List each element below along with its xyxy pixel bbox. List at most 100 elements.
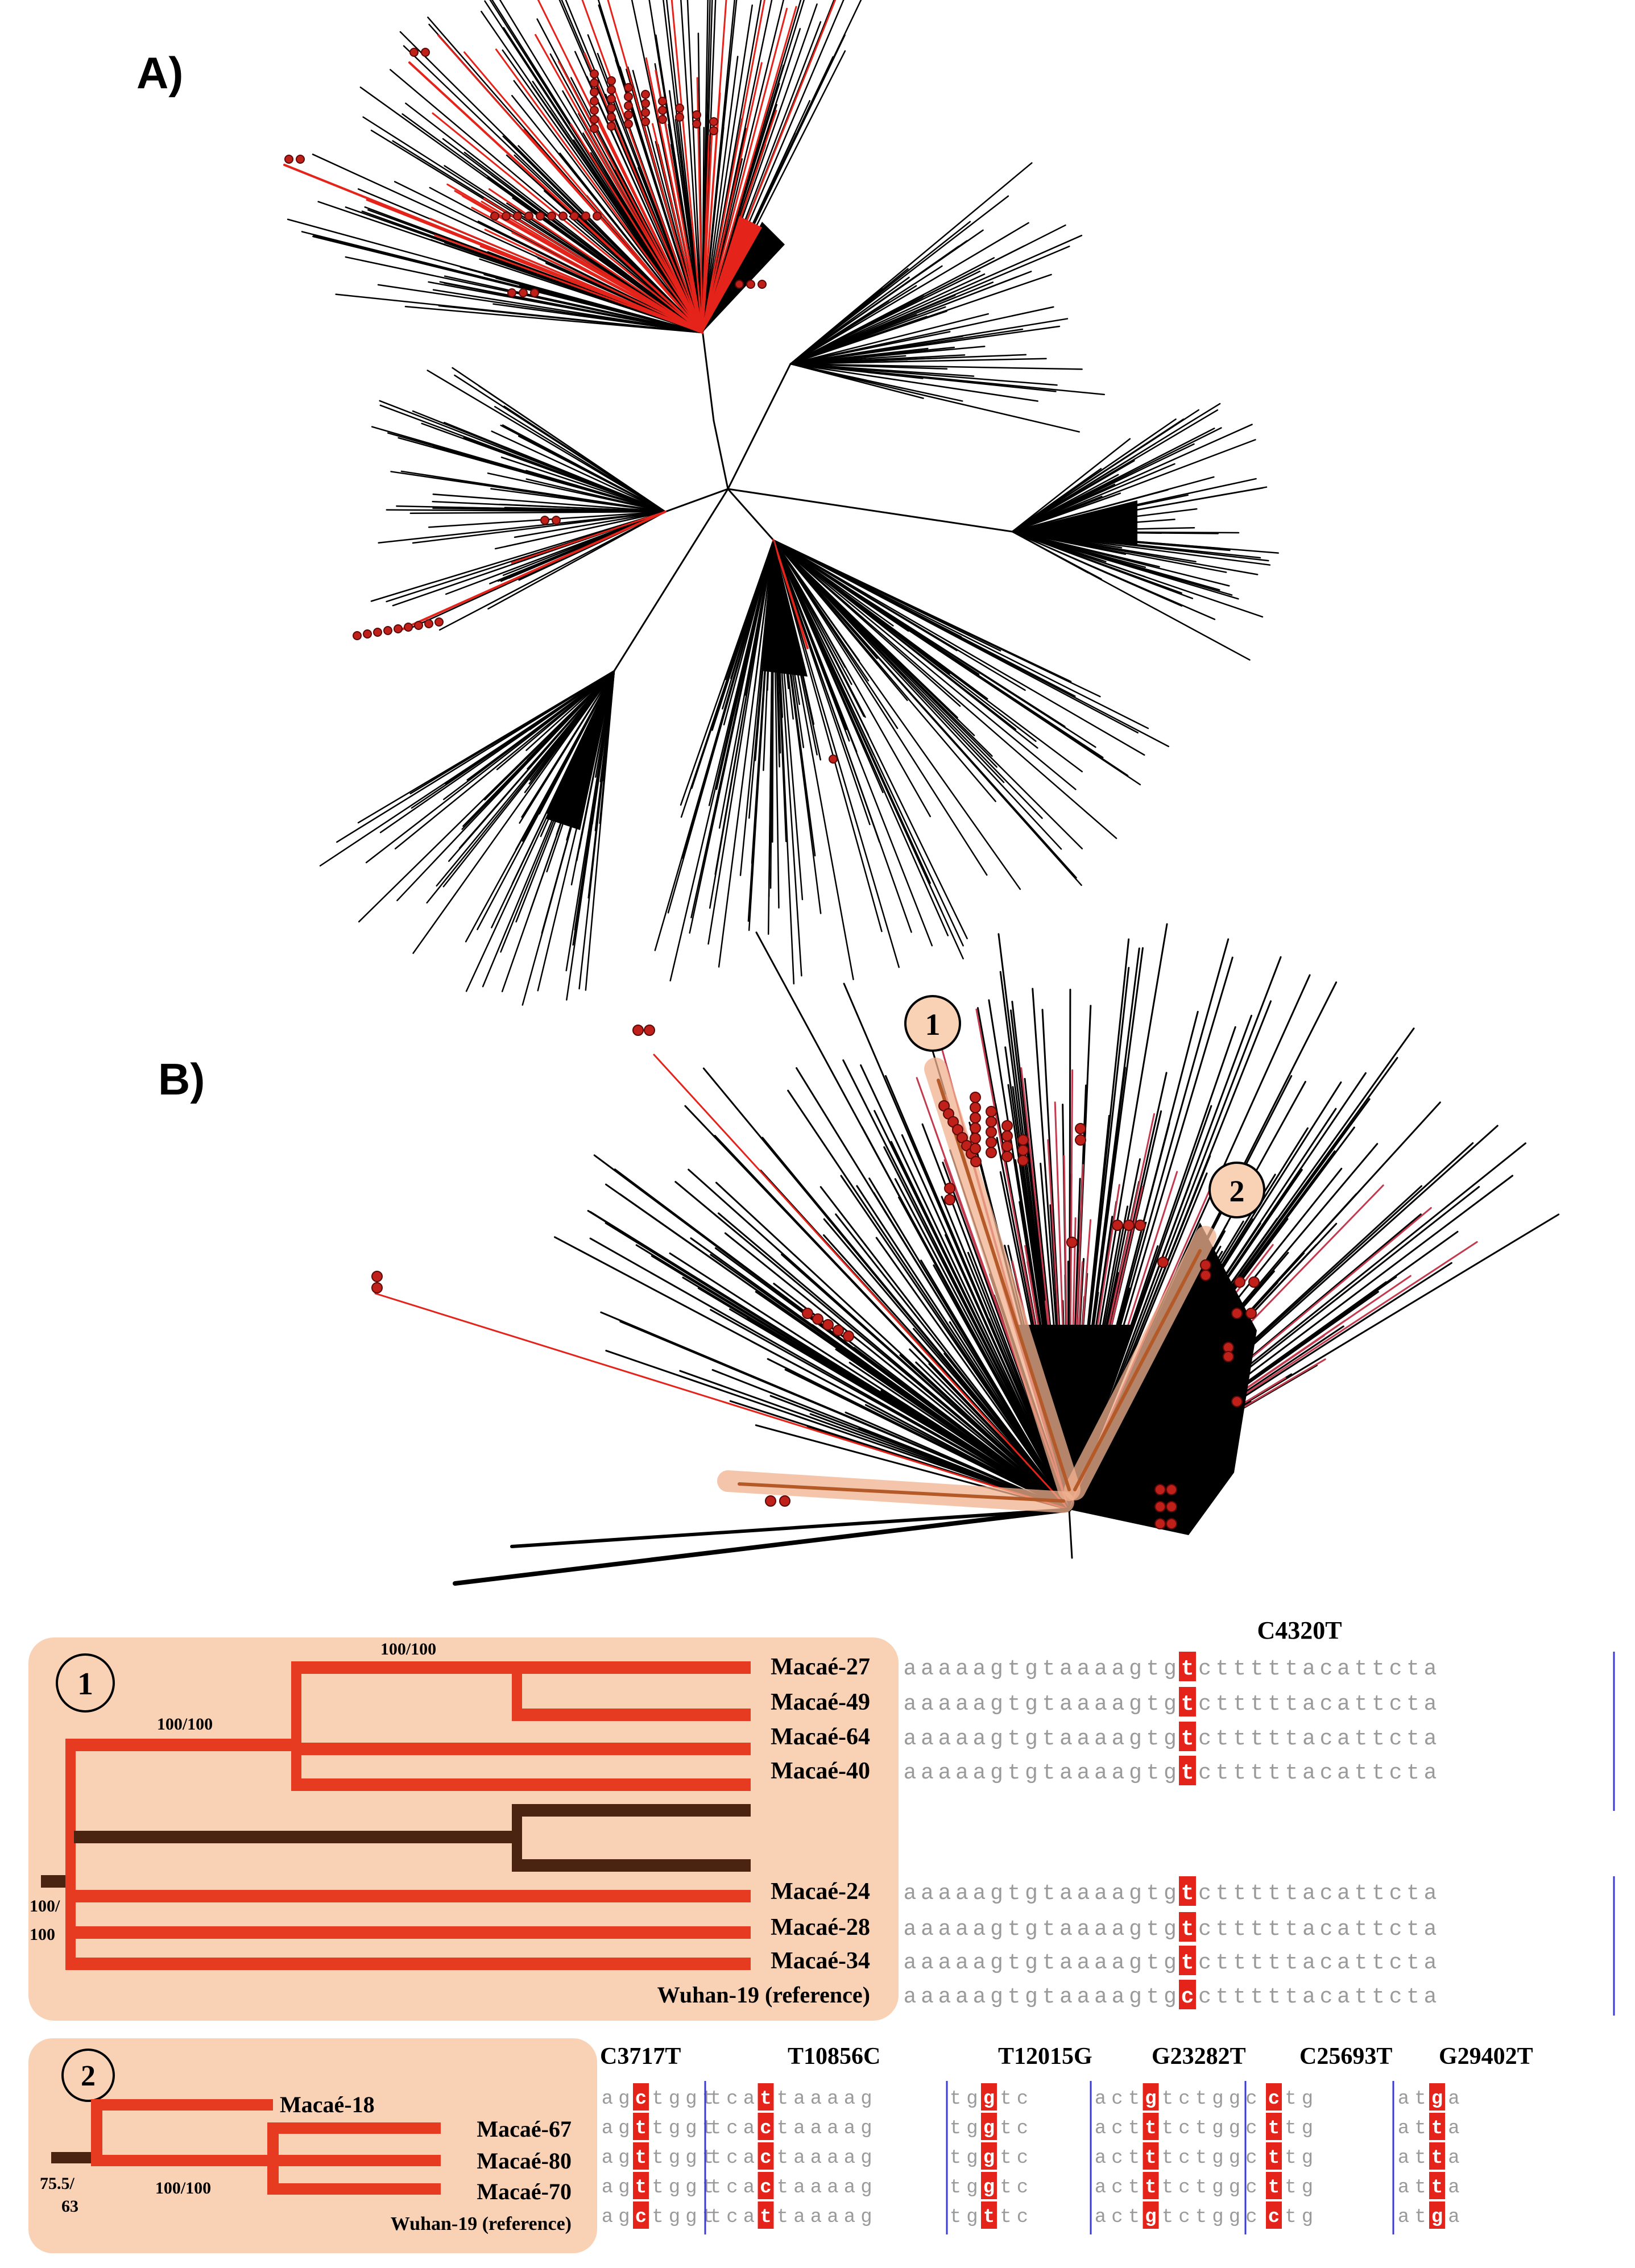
- alignment-base: a: [1448, 2207, 1459, 2228]
- alignment-base: a: [1337, 1692, 1350, 1716]
- alignment-base: a: [827, 2118, 838, 2140]
- alignment-base: t: [1008, 1985, 1021, 2009]
- alignment-base: t: [983, 2207, 995, 2228]
- tree-branch: [432, 494, 667, 513]
- alignment-base: a: [743, 2207, 755, 2228]
- tip-marker: [692, 119, 701, 128]
- alignment-base: a: [973, 1917, 986, 1942]
- tree-branch: [709, 539, 775, 909]
- tree-branch: [789, 234, 1083, 365]
- alignment-base: a: [973, 1951, 986, 1975]
- alignment-base: g: [1431, 2207, 1443, 2228]
- alignment-base: a: [1095, 2177, 1106, 2199]
- alignment-base: a: [921, 1881, 934, 1906]
- tip-marker: [624, 92, 633, 101]
- tree-branch: [789, 363, 903, 389]
- tree-branch: [394, 670, 615, 850]
- tip-marker: [624, 83, 633, 92]
- tip-marker: [1231, 1396, 1243, 1407]
- tip-marker: [765, 1495, 776, 1507]
- alignment-base: t: [1285, 2147, 1296, 2169]
- alignment-base: a: [1095, 2147, 1106, 2169]
- tree-branch: [370, 511, 667, 602]
- alignment-base: a: [1112, 1761, 1125, 1785]
- alignment-base: g: [618, 2147, 630, 2169]
- alignment-base: t: [1146, 1657, 1160, 1681]
- alignment-base: t: [1285, 2088, 1296, 2110]
- tree-branch: [494, 511, 667, 550]
- alignment-base: t: [1355, 1985, 1368, 2009]
- clade-2-support-root-bottom: 63: [61, 2197, 78, 2216]
- alignment-base: a: [1448, 2088, 1459, 2110]
- alignment-base: a: [1095, 2118, 1106, 2140]
- alignment-base: t: [1268, 2177, 1280, 2199]
- tree-branch: [879, 1366, 1070, 1511]
- tree-branch: [484, 229, 703, 334]
- tip-marker: [414, 621, 423, 630]
- alignment-base: c: [1017, 2088, 1028, 2110]
- tree-branch: [701, 4, 754, 334]
- alignment-base: t: [1216, 1727, 1229, 1751]
- alignment-base: a: [973, 1881, 986, 1906]
- tip-marker: [641, 90, 650, 99]
- tree-branch: [669, 539, 775, 982]
- tree-branch: [452, 367, 667, 513]
- alignment-base: t: [1372, 1692, 1385, 1716]
- alignment-base: c: [1389, 1881, 1402, 1906]
- tree-branch: [525, 470, 667, 513]
- alignment-base: c: [635, 2088, 647, 2110]
- alignment-base: a: [1112, 1657, 1125, 1681]
- tip-marker: [1200, 1270, 1211, 1281]
- clade-wedge: [1018, 1325, 1132, 1510]
- tree-branch: [495, 48, 703, 334]
- tree-branch: [772, 539, 1096, 748]
- tip-marker: [607, 94, 616, 103]
- alignment-base: a: [1094, 1692, 1107, 1716]
- alignment-base: c: [726, 2147, 738, 2169]
- tip-marker: [624, 101, 633, 110]
- tip-marker: [607, 103, 616, 113]
- alignment-base: a: [810, 2118, 822, 2140]
- tree-branch: [1011, 483, 1116, 533]
- tip-marker: [1245, 1308, 1257, 1319]
- alignment-base: a: [1424, 1881, 1437, 1906]
- alignment-base: t: [1285, 2118, 1296, 2140]
- mutation-label: C3717T: [600, 2043, 681, 2070]
- tip-marker: [1248, 1276, 1260, 1288]
- panel-b-callout-2: 2: [1208, 1162, 1265, 1218]
- tree-branch: [738, 1482, 1065, 1503]
- alignment-base: a: [1059, 1951, 1073, 1975]
- tip-marker: [970, 1102, 981, 1113]
- tree-branch: [665, 0, 703, 334]
- alignment-base: g: [1025, 1881, 1038, 1906]
- alignment-base: a: [921, 1985, 934, 2009]
- tip-marker: [581, 212, 590, 221]
- alignment-base: a: [810, 2177, 822, 2199]
- tree-branch: [336, 670, 615, 843]
- alignment-base: a: [955, 1985, 968, 2009]
- alignment-base: a: [1112, 1727, 1125, 1751]
- alignment-base: t: [1285, 1761, 1298, 1785]
- alignment-base: t: [1285, 2177, 1296, 2199]
- alignment-base: c: [760, 2177, 771, 2199]
- tip-marker: [944, 1194, 955, 1205]
- alignment-base: t: [1268, 1881, 1281, 1906]
- alignment-base: c: [1017, 2118, 1028, 2140]
- alignment-base: a: [938, 1657, 951, 1681]
- alignment-base: a: [1112, 1985, 1125, 2009]
- alignment-base: g: [1302, 2088, 1313, 2110]
- alignment-base: t: [1128, 2088, 1140, 2110]
- alignment-base: g: [1129, 1985, 1142, 2009]
- alignment-highlight: [1143, 2142, 1159, 2170]
- alignment-base: g: [990, 1881, 1003, 1906]
- tree-branch: [653, 1054, 1070, 1511]
- tree-branch: [444, 282, 703, 334]
- tree-branch: [789, 325, 1061, 365]
- alignment-base: c: [1178, 2177, 1190, 2199]
- tip-marker: [590, 69, 599, 78]
- tree-branch: [789, 273, 986, 365]
- tree-branch: [484, 0, 703, 334]
- alignment-highlight: [1179, 1946, 1196, 1975]
- alignment-base: a: [1424, 1657, 1437, 1681]
- tree-branch: [557, 60, 703, 334]
